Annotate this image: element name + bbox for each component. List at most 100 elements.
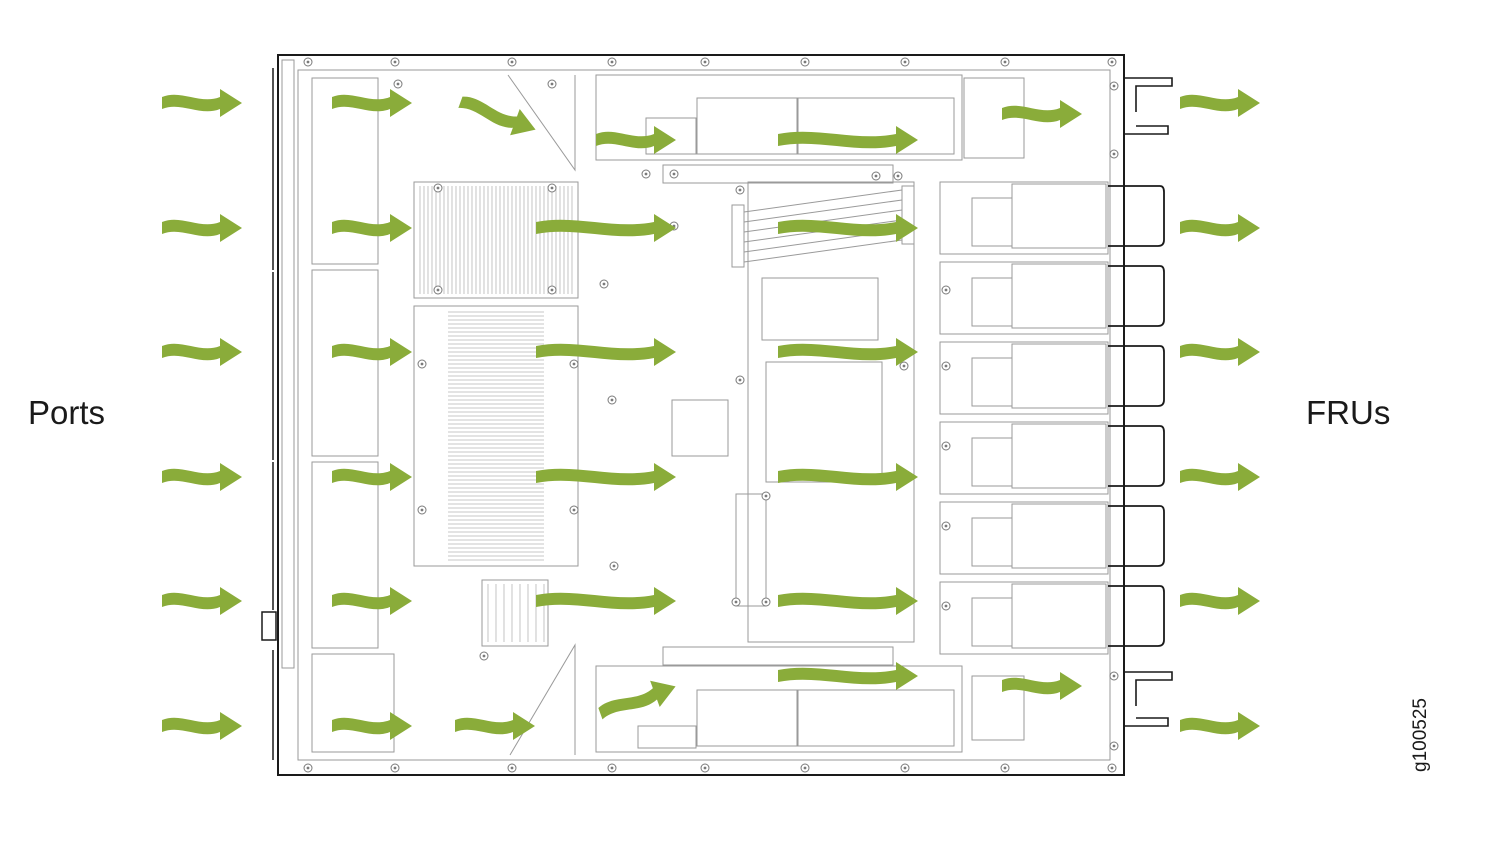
airflow-arrow-icon bbox=[455, 712, 535, 740]
screw-icon bbox=[569, 359, 579, 369]
port-cage-1 bbox=[311, 77, 379, 265]
bottom-module-connector bbox=[637, 725, 697, 749]
airflow-arrow-icon bbox=[1180, 89, 1260, 117]
fan-bays bbox=[939, 77, 1173, 727]
airflow-arrow-icon bbox=[1180, 587, 1260, 615]
screws bbox=[303, 57, 1119, 773]
airflow-arrow-icon bbox=[332, 214, 412, 242]
dimm-module-upper bbox=[761, 277, 879, 341]
airflow-arrow-icon bbox=[778, 126, 918, 154]
port-cage-2 bbox=[311, 269, 379, 457]
screw-icon bbox=[507, 57, 517, 67]
airflow-arrow-icon bbox=[778, 463, 918, 491]
screw-icon bbox=[941, 361, 951, 371]
screw-icon bbox=[800, 57, 810, 67]
screw-icon bbox=[761, 491, 771, 501]
exhaust-side-label: FRUs bbox=[1306, 394, 1391, 431]
fan-tray bbox=[939, 501, 1109, 575]
screw-icon bbox=[479, 651, 489, 661]
screw-icon bbox=[700, 763, 710, 773]
psu-handle bbox=[1124, 77, 1173, 135]
airflow-arrow-icon bbox=[1180, 712, 1260, 740]
screw-icon bbox=[941, 441, 951, 451]
screw-icon bbox=[393, 79, 403, 89]
screw-icon bbox=[761, 597, 771, 607]
dimm-module-lower bbox=[765, 361, 883, 483]
airflow-arrow-icon bbox=[778, 662, 918, 690]
fan-tray bbox=[939, 581, 1109, 655]
screw-icon bbox=[900, 57, 910, 67]
fan-tray bbox=[939, 261, 1109, 335]
intake-side-label: Ports bbox=[28, 394, 106, 431]
screw-icon bbox=[1000, 57, 1010, 67]
fan-handle bbox=[1108, 345, 1165, 407]
top-module-board-1 bbox=[696, 97, 798, 155]
fan-latch bbox=[971, 597, 1013, 647]
screw-icon bbox=[607, 763, 617, 773]
screw-icon bbox=[609, 561, 619, 571]
airflow-arrow-icon bbox=[778, 338, 918, 366]
screw-icon bbox=[641, 169, 651, 179]
screw-icon bbox=[900, 763, 910, 773]
board-slot bbox=[735, 493, 767, 607]
screw-icon bbox=[547, 183, 557, 193]
airflow-arrow-icon bbox=[332, 89, 412, 117]
screw-icon bbox=[700, 57, 710, 67]
airflow-arrow-icon bbox=[162, 587, 242, 615]
airflow-arrow-icon bbox=[536, 338, 676, 366]
port-panel-edge bbox=[261, 68, 277, 760]
airflow-arrow-icon bbox=[162, 338, 242, 366]
screw-icon bbox=[303, 57, 313, 67]
psu-handle bbox=[1124, 671, 1173, 727]
fan-latch bbox=[971, 277, 1013, 327]
airflow-arrow-icon bbox=[596, 126, 676, 154]
fan-module bbox=[1011, 583, 1107, 649]
airflow-arrow-icon bbox=[1180, 463, 1260, 491]
screw-icon bbox=[1109, 149, 1119, 159]
bottom-module-board-1 bbox=[696, 689, 798, 747]
cpu-chip bbox=[671, 399, 729, 457]
screw-icon bbox=[303, 763, 313, 773]
bottom-module-board-2 bbox=[797, 689, 955, 747]
screw-icon bbox=[800, 763, 810, 773]
airflow-arrow-icon bbox=[162, 712, 242, 740]
heatsink-fins bbox=[419, 186, 573, 642]
airflow-arrow-icon bbox=[1180, 214, 1260, 242]
chassis bbox=[261, 54, 1125, 776]
fan-module bbox=[1011, 343, 1107, 409]
fan-module bbox=[1011, 503, 1107, 569]
screw-icon bbox=[599, 279, 609, 289]
airflow-arrow-icon bbox=[458, 96, 536, 136]
fan-handle bbox=[1108, 265, 1165, 327]
screw-icon bbox=[390, 57, 400, 67]
lower-air-duct bbox=[509, 643, 576, 756]
upper-air-duct bbox=[507, 74, 576, 172]
bottom-rail bbox=[662, 646, 894, 666]
screw-icon bbox=[390, 763, 400, 773]
fan-bay bbox=[939, 421, 1165, 495]
port-cage-4 bbox=[311, 653, 395, 753]
airflow-arrow-icon bbox=[778, 587, 918, 615]
screw-icon bbox=[569, 505, 579, 515]
screw-icon bbox=[1107, 57, 1117, 67]
fan-latch bbox=[971, 517, 1013, 567]
screw-icon bbox=[1107, 763, 1117, 773]
screw-icon bbox=[433, 183, 443, 193]
bottom-right-module bbox=[971, 675, 1025, 741]
port-cage-3 bbox=[311, 461, 379, 649]
airflow-arrows bbox=[162, 89, 1260, 740]
chassis-outline bbox=[277, 54, 1125, 776]
screw-icon bbox=[507, 763, 517, 773]
screw-icon bbox=[731, 597, 741, 607]
port-panel bbox=[281, 59, 295, 669]
board-section bbox=[747, 181, 915, 643]
fan-latch bbox=[971, 437, 1013, 487]
fan-latch bbox=[971, 197, 1013, 247]
upper-heatsink bbox=[413, 181, 579, 299]
screw-icon bbox=[735, 185, 745, 195]
screw-icon bbox=[1000, 763, 1010, 773]
fan-tray bbox=[939, 341, 1109, 415]
fan-latch bbox=[971, 357, 1013, 407]
airflow-arrow-icon bbox=[1002, 100, 1082, 128]
